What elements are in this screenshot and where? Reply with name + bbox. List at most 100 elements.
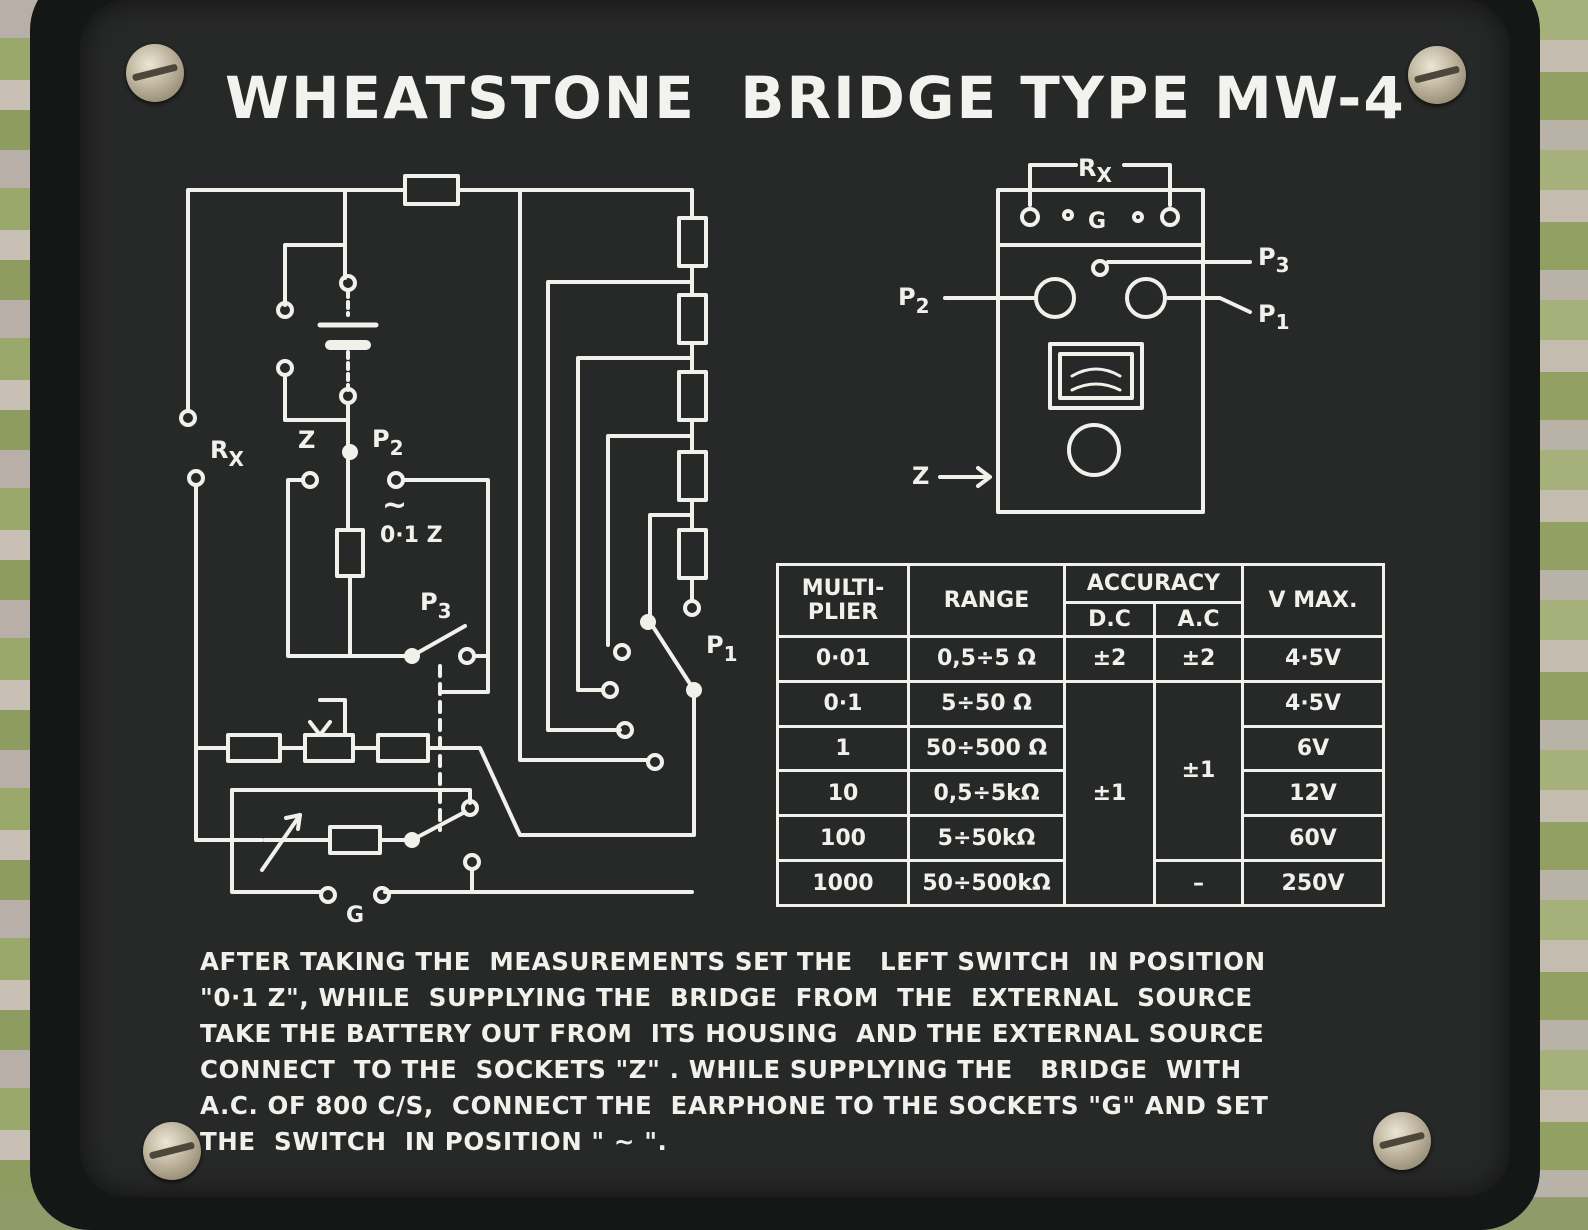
- label-tilde: ~: [382, 488, 407, 523]
- label-z: Z: [298, 426, 315, 454]
- resistor-chain-2: [677, 293, 708, 345]
- terminal-tap-1: [613, 643, 631, 661]
- cell-vmax: 4·5V: [1241, 679, 1386, 728]
- cell-ac: –: [1152, 859, 1245, 907]
- instruction-line: A.C. OF 800 C/S, CONNECT THE EARPHONE TO…: [200, 1091, 1269, 1120]
- terminal-rx-bottom: [187, 469, 205, 487]
- terminal-chain-end: [683, 599, 701, 617]
- panel-label-p3: P3: [1258, 243, 1290, 277]
- cell-range: 0,5÷5kΩ: [907, 769, 1066, 818]
- cell-dc-merged: ±1: [1063, 679, 1156, 908]
- header-range: RANGE: [907, 563, 1066, 638]
- plate-title: WHEATSTONE BRIDGE TYPE MW-4: [225, 64, 1406, 132]
- panel-knob-p1: [1125, 277, 1167, 319]
- spec-table: MULTI-PLIER RANGE ACCURACY V MAX. D.C A.…: [776, 563, 1386, 908]
- resistor-galvanometer: [328, 825, 382, 855]
- panel-button: [1067, 423, 1121, 477]
- resistor-chain-1: [677, 216, 708, 268]
- arrow-z-icon: [938, 466, 992, 488]
- instruction-line: TAKE THE BATTERY OUT FROM ITS HOUSING AN…: [200, 1019, 1265, 1048]
- panel-meter: [1048, 342, 1144, 410]
- label-g: G: [346, 903, 364, 928]
- cell-vmax: 4·5V: [1241, 635, 1386, 683]
- cell-multiplier: 0·01: [776, 635, 910, 683]
- wire-top: [186, 188, 694, 412]
- panel-socket-rx-right: [1160, 207, 1180, 227]
- cell-vmax: 6V: [1241, 724, 1386, 773]
- terminal-tap-4: [646, 753, 664, 771]
- cell-vmax: 250V: [1241, 859, 1386, 907]
- cell-vmax: 12V: [1241, 769, 1386, 818]
- panel-socket-g-right: [1132, 211, 1144, 223]
- cell-range: 50÷500 Ω: [907, 724, 1066, 773]
- header-accuracy: ACCURACY: [1062, 563, 1245, 604]
- header-vmax: V MAX.: [1241, 563, 1386, 638]
- cell-range: 5÷50kΩ: [907, 814, 1066, 863]
- header-dc: D.C: [1063, 601, 1156, 638]
- screw-top-left: [126, 44, 184, 102]
- cell-dc: ±2: [1063, 635, 1156, 683]
- terminal-battery-c: [276, 359, 294, 377]
- cell-range: 5÷50 Ω: [907, 679, 1066, 728]
- label-p3: P3: [420, 588, 452, 623]
- panel-label-p1: P1: [1258, 300, 1290, 334]
- switch-p1-lever: [648, 620, 696, 692]
- resistor-chain-5: [677, 528, 708, 580]
- screw-bottom-left: [143, 1122, 201, 1180]
- terminal-tap-2: [601, 681, 619, 699]
- panel-label-p2: P2: [898, 283, 930, 318]
- table-row: 10 0,5÷5kΩ 12V: [776, 769, 1386, 818]
- resistor-chain-4: [677, 450, 708, 502]
- screw-top-right: [1408, 46, 1466, 104]
- cell-multiplier: 100: [776, 814, 910, 863]
- resistor-z: [335, 528, 365, 578]
- cell-multiplier: 1: [776, 724, 910, 773]
- terminal-p3: [458, 647, 476, 665]
- label-01z: 0·1 Z: [380, 523, 443, 548]
- instruction-line: THE SWITCH IN POSITION " ~ ".: [200, 1127, 668, 1156]
- terminal-g-left: [319, 886, 337, 904]
- panel-socket-g-left: [1062, 209, 1074, 221]
- table-row: 1 50÷500 Ω 6V: [776, 724, 1386, 773]
- terminal-lower-a: [461, 799, 479, 817]
- front-panel-sketch: RX G P3 P2 P1 Z: [898, 154, 1290, 514]
- panel-label-rx: RX: [1078, 154, 1112, 187]
- wire-battery-top: [283, 188, 347, 307]
- terminal-tap-3: [616, 721, 634, 739]
- resistor-top: [403, 174, 460, 206]
- instruction-line: "0·1 Z", WHILE SUPPLYING THE BRIDGE FROM…: [200, 983, 1253, 1012]
- terminal-tilde: [387, 471, 405, 489]
- terminal-rx-top: [179, 409, 197, 427]
- terminal-lower-b: [463, 853, 481, 871]
- table-row: 0·01 0,5÷5 Ω ±2 ±2 4·5V: [776, 635, 1386, 683]
- resistor-chain-3: [677, 370, 708, 422]
- variable-resistor-arrow: [260, 813, 302, 872]
- resistor-ladder-1: [226, 733, 282, 763]
- panel-switch-p3: [1091, 259, 1109, 277]
- wiper-arrow: [308, 720, 332, 737]
- cell-ac-merged: ±1: [1152, 679, 1245, 863]
- cell-vmax: 60V: [1241, 814, 1386, 863]
- header-multiplier: MULTI-PLIER: [776, 563, 910, 638]
- label-p2: P2: [372, 425, 404, 460]
- cell-range: 0,5÷5 Ω: [907, 635, 1066, 683]
- terminal-z: [301, 471, 319, 489]
- terminal-battery-a: [339, 274, 357, 292]
- cell-multiplier: 1000: [776, 859, 910, 907]
- table-row: 100 5÷50kΩ 60V: [776, 814, 1386, 863]
- panel-socket-rx-left: [1020, 207, 1040, 227]
- cell-range: 50÷500kΩ: [907, 859, 1066, 907]
- label-rx: RX: [210, 436, 244, 471]
- table-row: 0·1 5÷50 Ω ±1 ±1 4·5V: [776, 679, 1386, 908]
- terminal-battery-b: [276, 301, 294, 319]
- cell-ac: ±2: [1152, 635, 1245, 683]
- table-row: 1000 50÷500kΩ – 250V: [776, 859, 1386, 907]
- cell-multiplier: 0·1: [776, 679, 910, 728]
- resistor-ladder-2: [303, 733, 355, 763]
- screw-bottom-right: [1373, 1112, 1431, 1170]
- panel-label-z: Z: [912, 462, 929, 490]
- terminal-g-right: [373, 886, 391, 904]
- resistor-ladder-3: [376, 733, 430, 763]
- switch-p2-pivot: [342, 444, 358, 460]
- instruction-line: CONNECT TO THE SOCKETS "Z" . WHILE SUPPL…: [200, 1055, 1242, 1084]
